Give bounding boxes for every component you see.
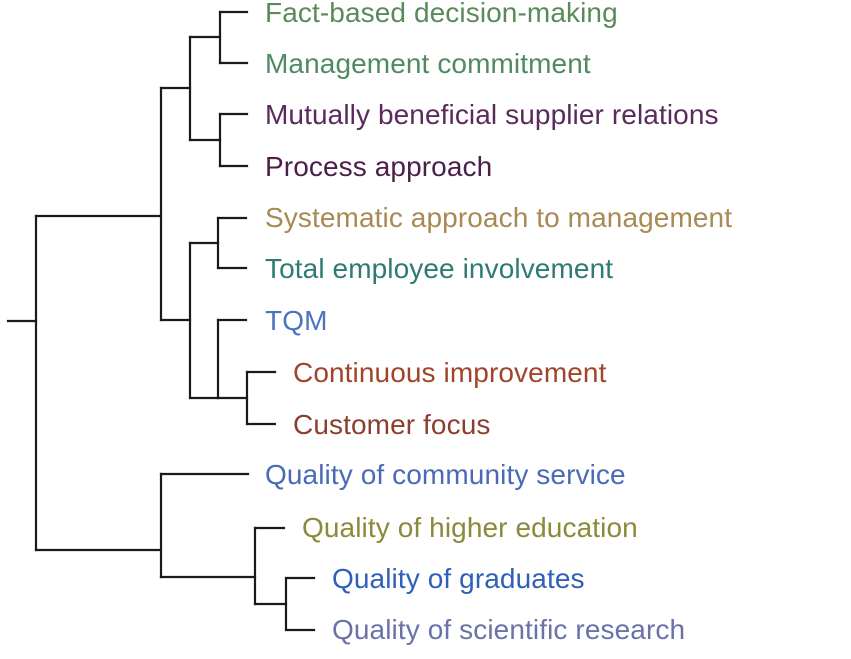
leaf-label: Systematic approach to management (265, 202, 733, 233)
leaf-label: Quality of higher education (302, 512, 638, 543)
leaf-label: TQM (265, 305, 328, 336)
leaf-label: Quality of graduates (332, 563, 585, 594)
leaf-label: Customer focus (293, 409, 491, 440)
leaf-label: Mutually beneficial supplier relations (265, 99, 719, 130)
leaf-label: Continuous improvement (293, 357, 607, 388)
leaf-label: Total employee involvement (265, 253, 614, 284)
leaf-label: Process approach (265, 151, 493, 182)
leaf-label: Quality of community service (265, 459, 626, 490)
leaf-label: Quality of scientific research (332, 614, 686, 645)
leaf-label: Management commitment (265, 48, 591, 79)
leaf-label: Fact-based decision-making (265, 0, 618, 28)
